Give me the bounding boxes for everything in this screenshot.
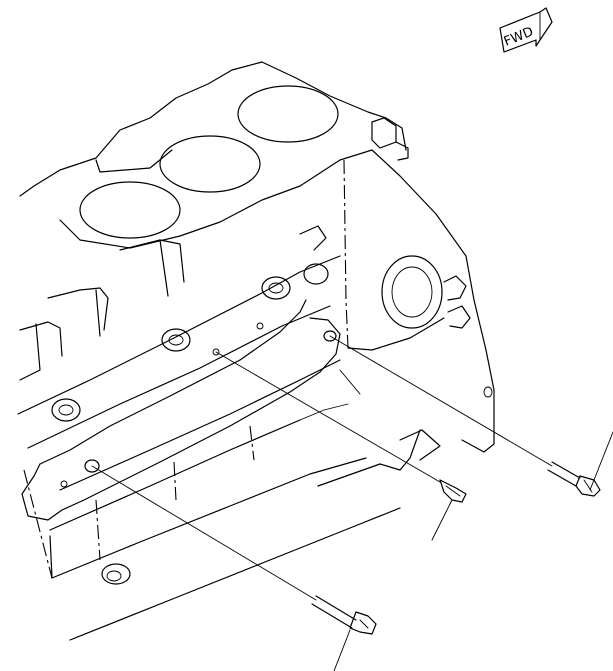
cylinder-bore-3 [237, 85, 339, 143]
drain-plug [101, 563, 131, 585]
long-bolt-upper [329, 335, 601, 497]
bolt-middle [215, 351, 467, 503]
side-boss [381, 255, 443, 329]
long-bolt-lower [91, 465, 377, 635]
fwd-arrow-icon: FWD [499, 7, 553, 53]
engine-block [17, 61, 495, 641]
bolt-hole-front [84, 459, 100, 473]
bolt-hole-mid [323, 330, 337, 342]
cylinder-bore-2 [159, 135, 261, 193]
cylinder-bore-1 [79, 181, 181, 239]
leader-lines [333, 431, 613, 671]
